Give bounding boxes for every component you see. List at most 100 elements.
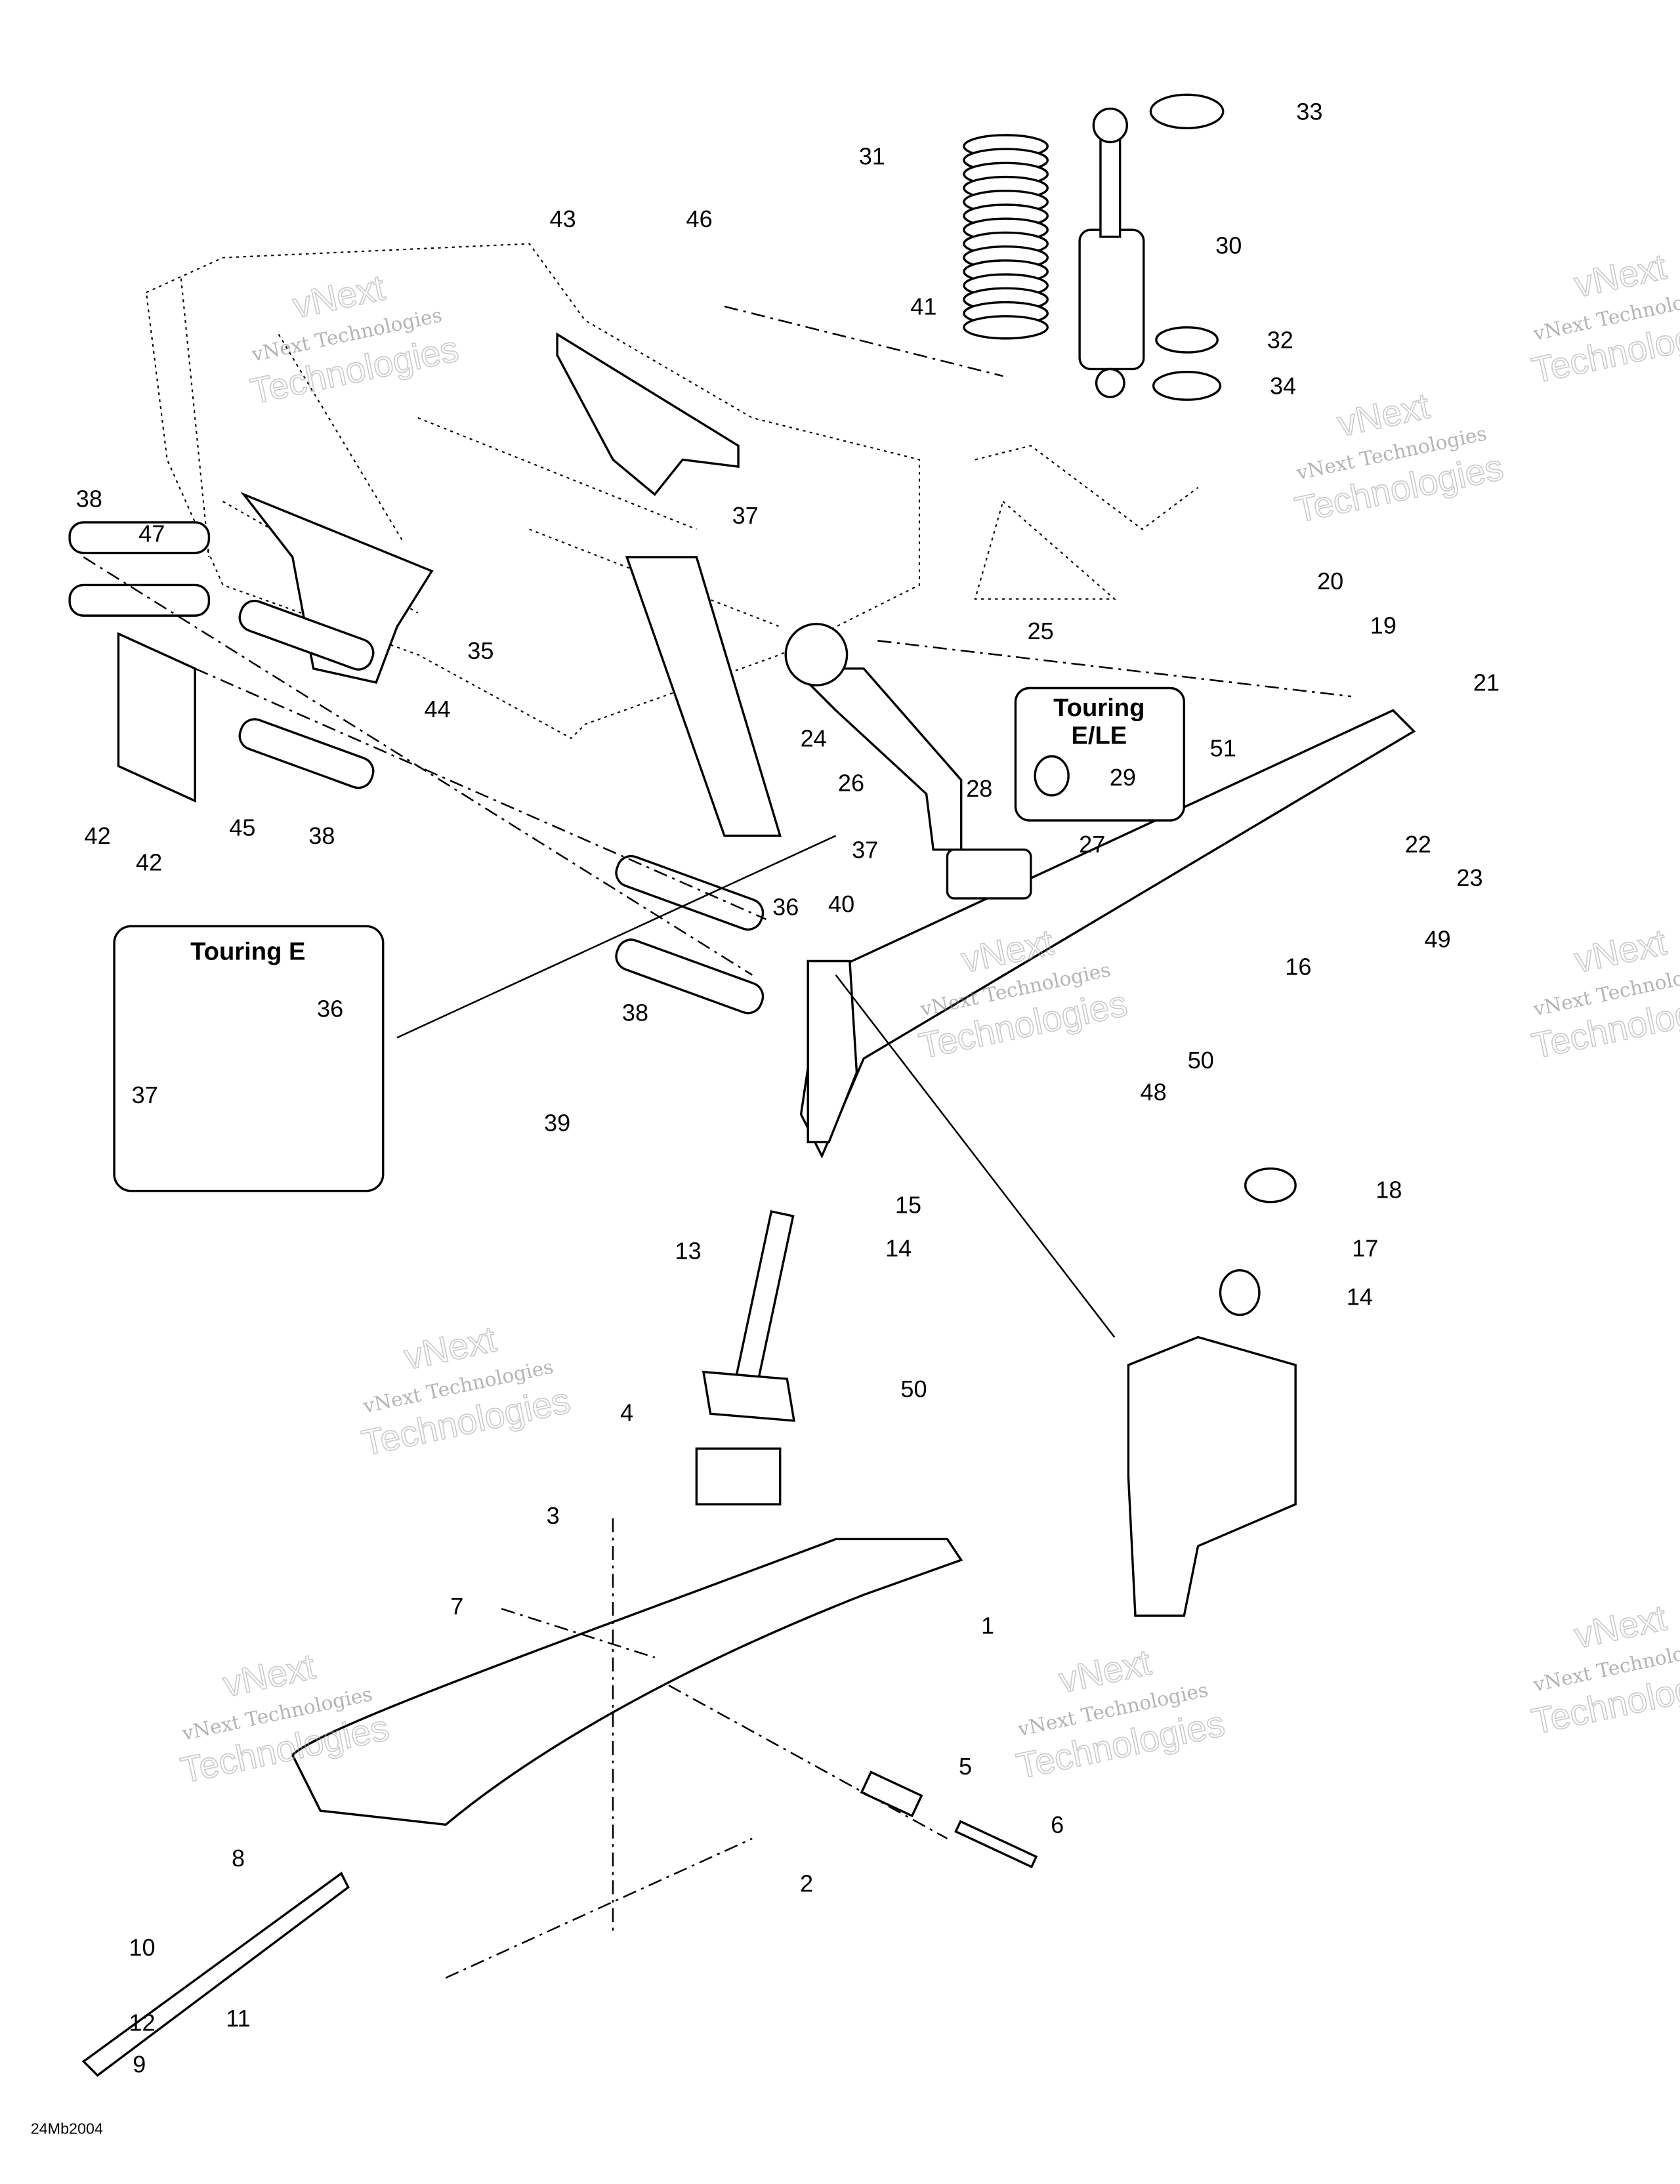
callout-label: 10 <box>129 1934 155 1961</box>
callout-label: 7 <box>450 1593 463 1620</box>
callout-label: 34 <box>1270 373 1296 400</box>
callout-label: 42 <box>136 849 162 876</box>
callout-label: 6 <box>1051 1811 1064 1838</box>
callout-label: 14 <box>885 1234 912 1261</box>
callout-label: 4 <box>620 1399 633 1426</box>
callout-label: 32 <box>1267 327 1293 354</box>
trailing-arm <box>799 709 1416 1159</box>
callout-label: 31 <box>859 142 885 169</box>
callout-label: 45 <box>229 814 255 841</box>
callout-label: 1 <box>981 1612 994 1639</box>
callout-label: 30 <box>1215 232 1242 259</box>
inset-title-touring-line1: Touring <box>1053 694 1144 722</box>
spindle-housing <box>1127 1335 1297 1617</box>
callout-label: 37 <box>732 502 759 529</box>
bellows <box>625 556 782 837</box>
callout-label: 39 <box>544 1109 570 1136</box>
callout-label: 37 <box>132 1082 158 1108</box>
swaybar-clamp <box>946 848 1032 900</box>
callout-label: 26 <box>838 770 864 797</box>
callout-label: 16 <box>1285 954 1311 980</box>
ski-runner <box>445 1838 753 1979</box>
bushing-right <box>1219 1269 1261 1316</box>
spring <box>963 134 1049 340</box>
inset-touring-e <box>113 925 385 1192</box>
chassis-frame-outline <box>145 243 1199 740</box>
callout-label: 25 <box>1028 618 1054 644</box>
assembly-lines <box>83 305 1352 1937</box>
callout-label: 36 <box>772 893 799 920</box>
callout-label: 50 <box>1188 1047 1214 1074</box>
callout-label: 20 <box>1317 568 1343 595</box>
spring-coil <box>963 315 1049 340</box>
callout-label: 42 <box>85 822 111 849</box>
callout-label: 9 <box>133 2051 146 2078</box>
ski-wear-bar <box>81 1872 350 2077</box>
callout-label: 38 <box>622 999 648 1026</box>
cap <box>1244 1167 1297 1204</box>
bolt <box>954 1820 1038 1868</box>
plate-left <box>117 632 196 803</box>
callout-label: 51 <box>1210 734 1236 761</box>
callout-label: 27 <box>1079 831 1105 858</box>
callout-label: 46 <box>686 205 713 232</box>
callout-label: 47 <box>138 520 165 547</box>
washer <box>1155 326 1219 354</box>
ski-cushion <box>695 1447 782 1505</box>
callout-label: 11 <box>226 2005 250 2032</box>
callout-label: 29 <box>1110 764 1136 791</box>
callout-label: 48 <box>1141 1079 1167 1106</box>
plate <box>240 492 434 684</box>
bushings <box>68 521 765 1015</box>
callout-label: 24 <box>801 725 827 752</box>
pin <box>860 1771 923 1818</box>
callout-label: 2 <box>800 1870 813 1897</box>
drawing-code: 24Mb2004 <box>31 2120 103 2137</box>
plug-icon <box>1034 755 1070 797</box>
callout-label: 43 <box>550 205 576 232</box>
callout-label: 14 <box>1347 1284 1373 1311</box>
swaybar-link <box>791 667 963 851</box>
callout-label: 36 <box>317 995 343 1022</box>
inset-title-touring-line2: E/LE <box>1071 721 1127 749</box>
callout-label: 38 <box>308 822 335 849</box>
callout-label: 38 <box>76 486 102 513</box>
spring-seat <box>1149 93 1225 129</box>
callout-label: 3 <box>547 1502 560 1529</box>
callout-label: 13 <box>675 1238 702 1265</box>
callout-label: 33 <box>1296 98 1322 125</box>
swaybar-bracket <box>784 623 849 686</box>
steering-arm <box>807 959 858 1144</box>
callout-label: 8 <box>232 1845 245 1872</box>
callout-label: 44 <box>424 696 450 723</box>
callout-label: 40 <box>828 891 854 917</box>
callout-label: 37 <box>852 836 878 863</box>
callout-label: 28 <box>966 775 992 802</box>
callout-label: 35 <box>467 637 494 664</box>
callout-label: 21 <box>1473 669 1500 696</box>
callout-label: 18 <box>1376 1176 1402 1203</box>
inset-title-touring-e: Touring E <box>190 937 305 965</box>
spindle <box>732 1210 795 1395</box>
shock-absorber <box>1078 107 1145 398</box>
callout-label: 41 <box>910 293 936 320</box>
callout-label: 49 <box>1425 925 1451 952</box>
callout-label: 23 <box>1456 864 1482 891</box>
callout-label: 50 <box>900 1376 927 1402</box>
callout-label: 15 <box>895 1192 921 1219</box>
callout-label: 19 <box>1370 612 1396 639</box>
spindle-base <box>702 1370 795 1422</box>
ring <box>1152 370 1222 401</box>
callout-label: 22 <box>1405 831 1431 858</box>
mounting-bracket <box>556 332 740 496</box>
callout-label: 5 <box>959 1753 972 1780</box>
